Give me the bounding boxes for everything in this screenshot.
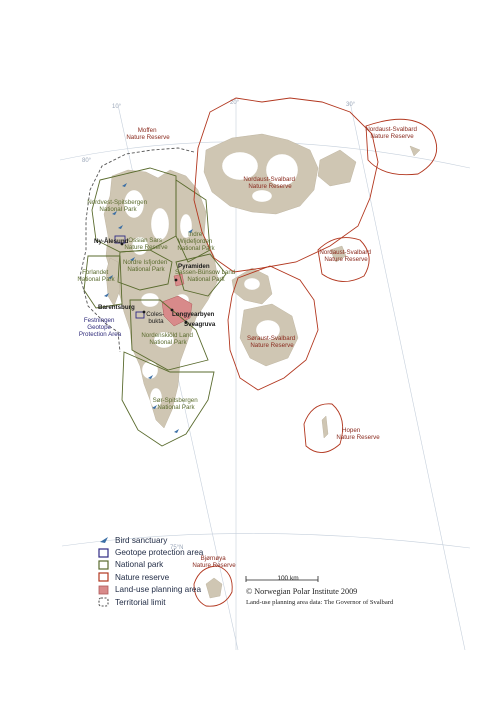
legend-item-national-park: National park [98, 559, 248, 571]
nordenskiold-label: Nordenskiöld Land National Park [141, 332, 194, 346]
geotope-square-icon [98, 547, 110, 558]
hopen-label: Hopen Nature Reserve [336, 427, 380, 441]
lon-10-label: 10° [112, 104, 122, 110]
nature-reserve-square-icon [98, 572, 110, 582]
bird-sanctuaries [104, 183, 193, 433]
nordaust-glaciers [221, 151, 299, 203]
legend-item-land-use: Land-use planning area [98, 584, 248, 596]
dashed-square-icon [98, 597, 110, 607]
legend: Bird sanctuary Geotope protection area N… [98, 534, 248, 608]
bird-icon [98, 535, 110, 545]
nordre-isfjorden-label: Nordre Isfjorden National Park [123, 259, 169, 273]
nordaust-svalbard-nr-label: Nordaust-Svalbard Nature Reserve [243, 176, 296, 190]
nature-reserve-boundaries [193, 97, 438, 607]
nordaust-mid-nr-label: Nordaust-Svalbard Nature Reserve [319, 249, 372, 263]
colesbukta-label: Coles- bukta [146, 311, 166, 325]
indre-wijde-label: Indre Wijdefjorden National Park [177, 231, 215, 252]
sassen-label: Sassen-Bünsow Land National Park [175, 269, 237, 283]
pyramiden-label: Pyramiden [178, 263, 210, 270]
legend-item-nature-reserve: Nature reserve [98, 571, 248, 583]
festningen-label: Festningen Geotope Protection Area [79, 317, 122, 338]
land-use-square-icon [98, 585, 110, 595]
ny-alesund-label: Ny-Ålesund [94, 238, 129, 245]
lon-20-label: 20° [230, 100, 240, 106]
edgeoya-land [231, 267, 299, 367]
legend-label: Nature reserve [115, 572, 170, 582]
legend-label: Land-use planning area [115, 585, 202, 595]
legend-label: Territorial limit [115, 597, 166, 607]
settlements [120, 242, 188, 324]
legend-item-geotope: Geotope protection area [98, 546, 248, 558]
barentsburg-label: Barentsburg [98, 304, 135, 311]
territorial-limit [79, 147, 195, 353]
source-text: Land-use planning area data: The Governo… [246, 599, 394, 606]
scale-bar [245, 576, 319, 582]
geotope-areas [114, 235, 145, 319]
longyearbyen-label: Longyearbyen [172, 311, 215, 318]
legend-item-territorial: Territorial limit [98, 596, 248, 608]
legend-label: National park [115, 560, 164, 570]
copyright-text: © Norwegian Polar Institute 2009 [246, 587, 358, 596]
lat-75-label: 75°N [170, 545, 183, 551]
legend-label: Bird sanctuary [115, 535, 168, 545]
edgeoya-glaciers [243, 277, 281, 341]
sor-np-label: Sør-Spitsbergen National Park [153, 397, 200, 411]
land-use-area [161, 273, 193, 327]
forlandet-label: Forlandet National Park [77, 269, 115, 283]
legend-item-bird-sanctuary: Bird sanctuary [98, 534, 248, 546]
nordaust-small-nr-label: Nordaust-Svalbard Nature Reserve [365, 126, 418, 140]
national-park-square-icon [98, 560, 110, 570]
lon-30-label: 30° [346, 102, 356, 108]
scale-label: 100 km [277, 575, 299, 582]
ossian-sars-label: Ossian Sars Nature Reserve [124, 237, 168, 251]
national-park-boundaries [83, 167, 227, 447]
bjornoya-label: Bjørnøya Nature Reserve [192, 555, 236, 569]
small-islands [205, 145, 421, 599]
nordvest-np-label: Nordvest-Spitsbergen National Park [87, 199, 149, 213]
sveagruva-label: Sveagruva [184, 321, 216, 328]
legend-label: Geotope protection area [115, 548, 204, 558]
soraust-nr-label: Søraust-Svalbard Nature Reserve [247, 335, 297, 349]
lat-80-label: 80° [82, 158, 92, 164]
moffen-label: Moffen Nature Reserve [126, 127, 170, 141]
